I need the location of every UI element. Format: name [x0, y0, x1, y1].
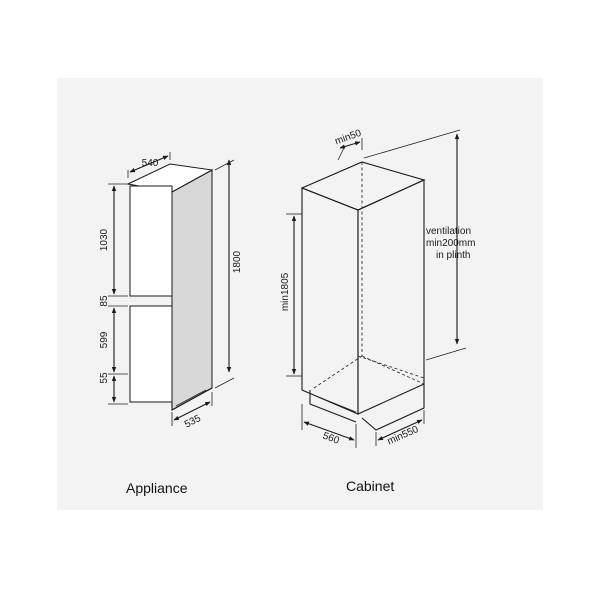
appliance-drawing: 540 1800 1030 85 599 55 535 [99, 152, 243, 431]
dim-appliance-bottom-door: 599 [99, 331, 110, 348]
dim-appliance-base: 55 [99, 372, 110, 384]
dim-cabinet-depth: min550 [386, 424, 421, 448]
appliance-top-door [129, 185, 173, 297]
dim-appliance-gap: 85 [99, 295, 110, 307]
ventilation-line-2: min200mm [426, 238, 475, 249]
dim-cabinet-top-gap: min50 [333, 128, 363, 148]
dim-appliance-height: 1800 [232, 250, 243, 273]
cabinet-caption: Cabinet [346, 478, 395, 494]
dim-cabinet-width: 560 [321, 431, 341, 447]
ventilation-line-3: in plinth [436, 250, 470, 261]
cabinet-drawing: min50 min1805 ventilation min200mm in pl… [280, 128, 475, 448]
dim-appliance-depth: 535 [183, 413, 203, 431]
appliance-bottom-door [129, 305, 173, 403]
dim-appliance-top-door: 1030 [99, 228, 110, 251]
appliance-side-panel [171, 169, 213, 411]
ventilation-line-1: ventilation [426, 226, 471, 237]
appliance-caption: Appliance [126, 480, 188, 496]
dim-appliance-width: 540 [142, 158, 159, 169]
dim-cabinet-niche-height: min1805 [280, 272, 291, 311]
